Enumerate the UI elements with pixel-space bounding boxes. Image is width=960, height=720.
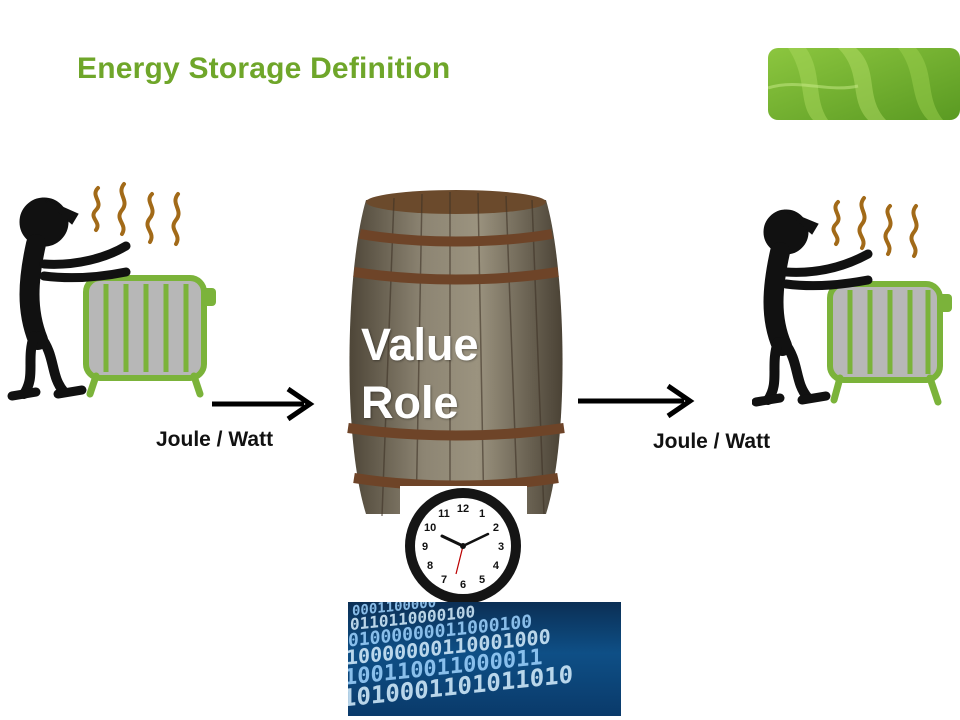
radiator-heater-icon <box>827 281 952 406</box>
clock-numeral: 12 <box>457 503 469 515</box>
wall-clock-icon: 12 12 3 45 6 78 9 1011 <box>405 488 521 604</box>
input-unit-label: Joule / Watt <box>156 428 274 451</box>
binary-code-icon: 0001100000011011000010001000000011000100… <box>348 602 573 713</box>
right-arrow-icon <box>578 383 695 419</box>
wooden-barrel-icon <box>347 190 565 519</box>
person-pushing-heater-icon <box>752 196 952 407</box>
clock-numeral: 6 <box>460 579 466 591</box>
person-pushing-heater-icon <box>7 182 216 401</box>
clock-numeral: 5 <box>479 574 485 586</box>
clock-numeral: 2 <box>493 522 499 534</box>
clock-numeral: 11 <box>438 508 450 520</box>
clock-numeral: 4 <box>493 560 500 572</box>
right-arrow-icon <box>212 386 315 422</box>
output-unit-label: Joule / Watt <box>653 430 771 453</box>
clock-numeral: 3 <box>498 541 504 553</box>
barrel-value-label: Value <box>361 319 479 370</box>
slide-title: Energy Storage Definition <box>77 52 451 85</box>
barrel-role-label: Role <box>361 377 459 428</box>
clock-numeral: 8 <box>427 560 433 572</box>
heat-waves-icon <box>831 196 919 258</box>
clock-numeral: 1 <box>479 508 485 520</box>
clock-numeral: 9 <box>422 541 428 553</box>
clock-numeral: 7 <box>441 574 447 586</box>
heat-waves-icon <box>91 182 181 246</box>
clock-numeral: 10 <box>424 522 436 534</box>
radiator-heater-icon <box>83 275 216 398</box>
green-leaf-banner-icon <box>768 48 960 120</box>
